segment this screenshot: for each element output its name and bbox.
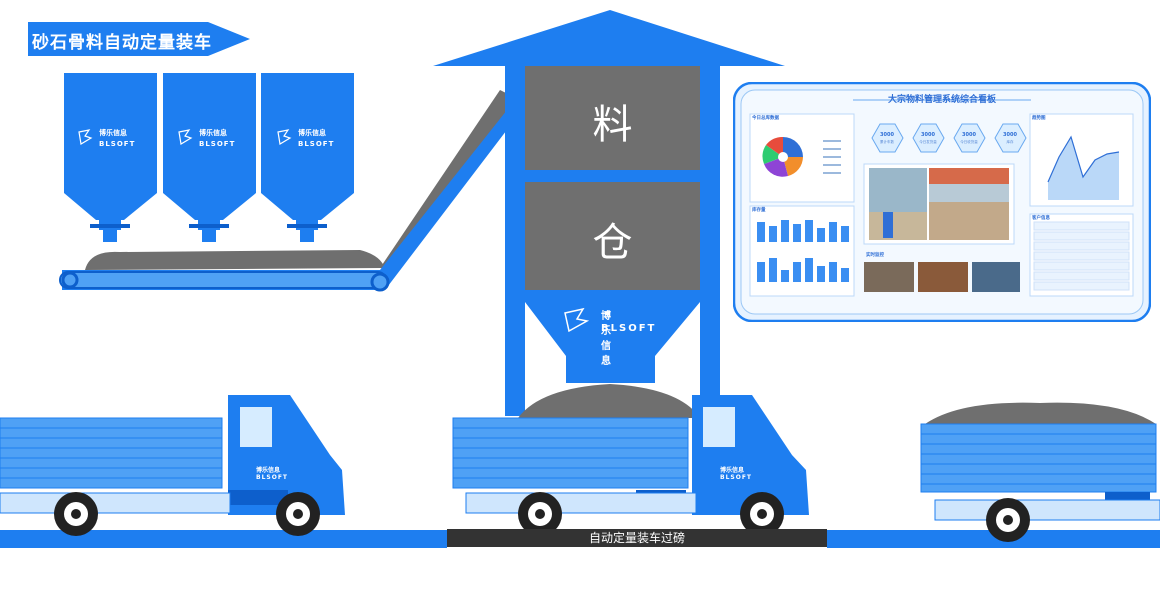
kpi-value: 3000 xyxy=(880,132,894,138)
brand-cn: 博乐信息 xyxy=(256,467,281,474)
ground-right xyxy=(827,530,1160,548)
page-title: 砂石骨料自动定量装车 xyxy=(32,33,212,53)
line-chart xyxy=(1047,135,1120,200)
panel-label-clients: 客户信息 xyxy=(1032,216,1050,221)
dashboard-title: 大宗物料管理系统综合看板 xyxy=(887,95,996,105)
kpi-label: 今日发货量 xyxy=(919,140,937,144)
kpi-hexes xyxy=(871,123,1027,153)
brand-cn: 博乐信息 xyxy=(720,467,745,474)
kpi-value: 3000 xyxy=(921,132,935,138)
material-bin xyxy=(433,10,785,418)
banner-arrow xyxy=(28,22,250,56)
silo-group xyxy=(64,73,354,242)
bin-char-2: 仓 xyxy=(592,220,633,266)
kpi-label: 今日收货量 xyxy=(960,140,978,144)
brand-logo-silo-2: 博乐信息 BLSOFT xyxy=(177,128,237,156)
bar-chart-2 xyxy=(757,258,849,282)
title-banner: 砂石骨料自动定量装车 xyxy=(28,22,250,56)
truck-3 xyxy=(920,402,1160,542)
bin-char-1: 料 xyxy=(592,102,633,148)
brand-en: BLSOFT xyxy=(720,474,753,481)
brand-en: BLSOFT xyxy=(199,140,236,148)
brand-cn: 博乐信息 xyxy=(298,129,326,137)
brand-logo-hopper: 博乐信息 BLSOFT xyxy=(563,307,654,367)
panel-label-stock: 库存量 xyxy=(752,208,766,213)
kpi-value: 3000 xyxy=(1003,132,1017,138)
truck-1 xyxy=(0,395,345,536)
brand-en: BLSOFT xyxy=(298,140,335,148)
dashboard-board: 大宗物料管理系统综合看板 今日总库数据 趋势图 库存量 实时监控 客户信息 30… xyxy=(733,82,1151,322)
brand-cn: 博乐信息 xyxy=(199,129,227,137)
brand-en: BLSOFT xyxy=(601,323,657,334)
kpi-value: 3000 xyxy=(962,132,976,138)
panel-label-today: 今日总库数据 xyxy=(752,116,779,121)
silo-3 xyxy=(261,73,354,242)
brand-en: BLSOFT xyxy=(99,140,136,148)
truck-2 xyxy=(452,395,809,536)
ground-left xyxy=(0,530,447,548)
silo-2 xyxy=(163,73,256,242)
kpi-label: 库存 xyxy=(1006,140,1014,144)
panel-label-trend: 趋势图 xyxy=(1032,116,1046,121)
brand-logo-silo-3: 博乐信息 BLSOFT xyxy=(276,128,336,156)
brand-logo-silo-1: 博乐信息 BLSOFT xyxy=(77,128,137,156)
kpi-label: 累计车数 xyxy=(880,140,894,144)
brand-en: BLSOFT xyxy=(256,474,289,481)
brand-cn: 博乐信息 xyxy=(99,129,127,137)
dashboard-frame xyxy=(733,82,1151,322)
conveyor xyxy=(59,90,525,292)
donut-chart xyxy=(762,136,803,177)
brand-cn: 博乐信息 xyxy=(601,311,611,367)
panel-label-monitor: 实时监控 xyxy=(866,253,884,258)
weighbridge-label: 自动定量装车过磅 xyxy=(447,529,827,547)
silo-1 xyxy=(64,73,157,242)
bar-chart-1 xyxy=(757,220,849,242)
